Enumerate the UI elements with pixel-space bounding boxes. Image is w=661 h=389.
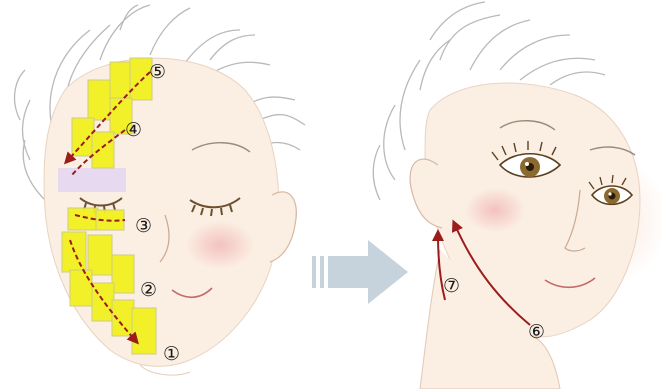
left-face: ⑤ ④ ③ ② ① — [15, 5, 305, 375]
next-step-arrow-icon — [312, 240, 408, 304]
step-marker-7: ⑦ — [443, 275, 460, 297]
right-ear — [410, 159, 442, 228]
right-face: ⑦ ⑥ — [373, 2, 661, 389]
step-marker-3: ③ — [135, 215, 152, 237]
step-marker-6: ⑥ — [528, 321, 545, 343]
step-marker-5: ⑤ — [149, 61, 166, 83]
left-ear — [270, 192, 296, 262]
lavender-patch — [58, 168, 126, 192]
step-marker-2: ② — [140, 279, 157, 301]
step-marker-4: ④ — [125, 119, 142, 141]
step-marker-1: ① — [163, 343, 180, 365]
